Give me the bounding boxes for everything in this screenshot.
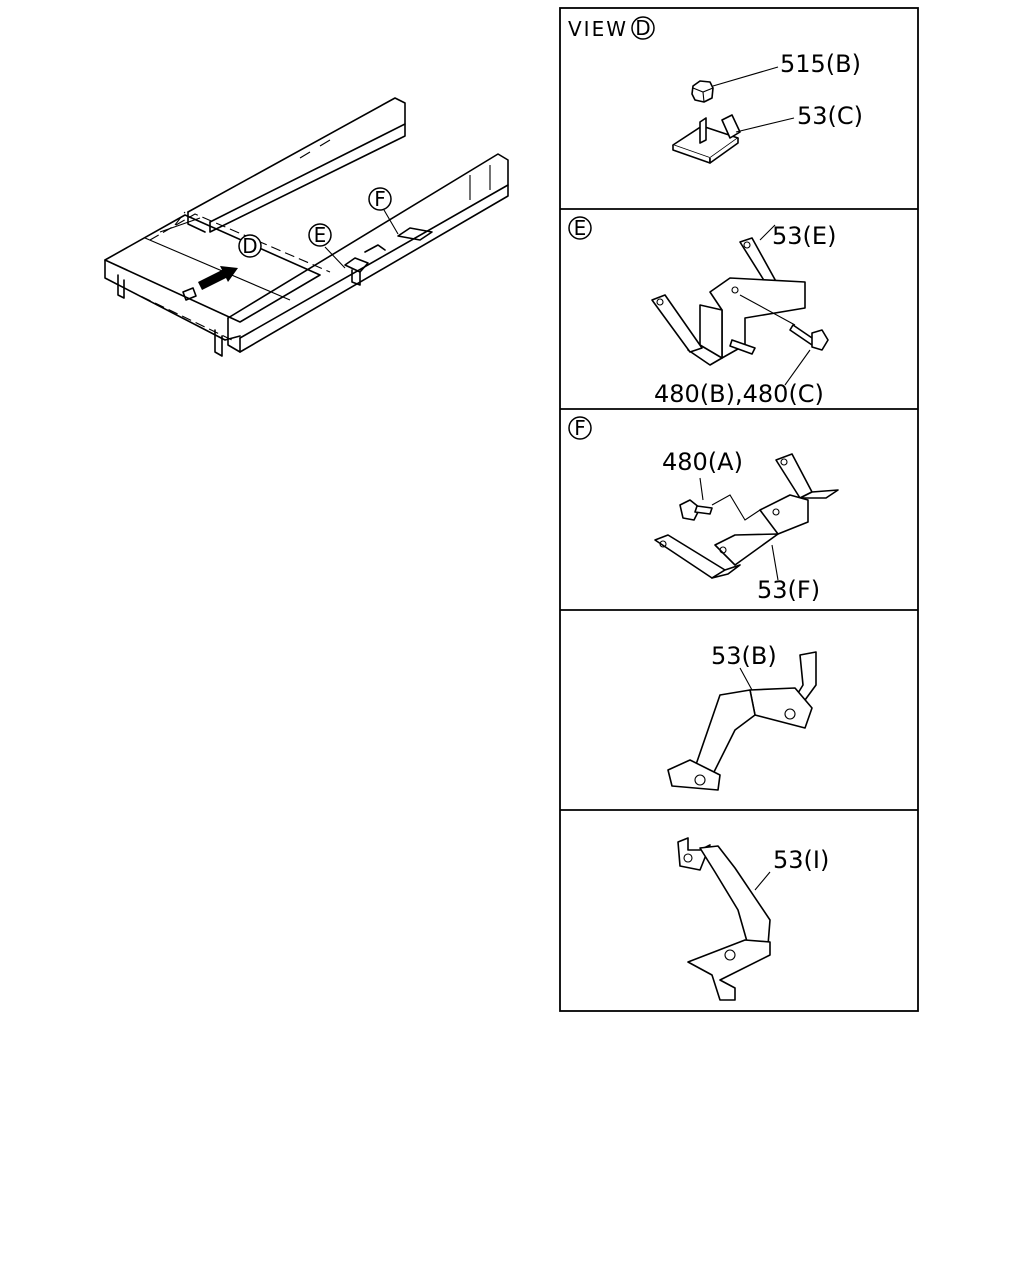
label-53f: 53(F) (757, 576, 820, 604)
callout-d-label: D (242, 234, 257, 258)
chassis-frame-overview: D E F (104, 97, 509, 357)
callout-e-label: E (314, 223, 327, 247)
panel-d-circle-label: D (635, 16, 650, 40)
panel-f-circle-label: F (574, 416, 586, 440)
bracket-53i-icon (677, 837, 771, 1001)
label-53c: 53(C) (797, 102, 863, 130)
label-53b: 53(B) (711, 642, 777, 670)
bolt-icon (789, 324, 829, 351)
panel-53b: 53(B) (667, 642, 817, 791)
panel-e: E 53(E) 480(B),480(C) (568, 216, 836, 408)
bracket-53b-icon (667, 651, 817, 791)
callout-f[interactable]: F (368, 187, 392, 211)
callout-f-label: F (374, 187, 386, 211)
label-480a: 480(A) (662, 448, 743, 476)
bolt-icon (679, 499, 713, 521)
bracket-53f-icon (654, 453, 839, 579)
bracket-53e-icon (651, 237, 806, 366)
panel-view-d: VIEW D 515(B) 53(C) (568, 16, 863, 164)
bolt-icon (729, 339, 756, 355)
detail-panels (559, 7, 919, 1012)
bracket-53c-icon (672, 114, 741, 164)
label-480b-480c: 480(B),480(C) (654, 380, 824, 408)
label-515b: 515(B) (780, 50, 861, 78)
panel-53i: 53(I) (677, 837, 829, 1001)
nut-icon (691, 80, 714, 103)
panel-d-title: VIEW (568, 17, 628, 41)
panel-e-circle-label: E (574, 216, 587, 240)
direction-arrow-icon (198, 266, 238, 290)
callout-e[interactable]: E (308, 223, 332, 247)
label-53i: 53(I) (773, 846, 829, 874)
callout-d[interactable]: D (238, 234, 262, 258)
label-53e: 53(E) (772, 222, 836, 250)
panel-f: F 480(A) 53(F) (568, 416, 839, 604)
